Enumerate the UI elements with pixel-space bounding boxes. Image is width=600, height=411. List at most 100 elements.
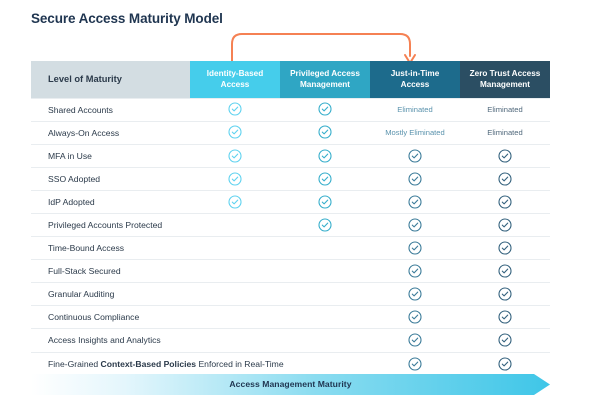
header-level-of-maturity: Level of Maturity (31, 61, 190, 98)
check-icon (318, 218, 332, 232)
cell-check-always-on-access-privileged-access-management (280, 120, 370, 145)
header-identity-based-access: Identity-Based Access (190, 61, 280, 98)
cell-check-continuous-compliance-just-in-time-access (370, 305, 460, 329)
check-icon (318, 125, 332, 139)
header-line-1: Privileged Access (290, 69, 360, 79)
check-icon (318, 102, 332, 116)
cell-check-idp-adopted-just-in-time-access (370, 189, 460, 214)
table-header-row: Level of Maturity Identity-Based Access … (31, 61, 550, 98)
header-line-1: Identity-Based (206, 69, 264, 79)
cell-check-access-insights-and-analytics-zero-trust-access-management (460, 328, 550, 353)
row-label-privileged-accounts-protected: Privileged Accounts Protected (31, 212, 190, 237)
check-icon (408, 333, 422, 347)
row-label-shared-accounts: Shared Accounts (31, 97, 190, 122)
cell-check-idp-adopted-identity-based-access (190, 189, 280, 214)
check-icon (498, 148, 512, 163)
check-icon (498, 172, 512, 186)
row-label-emphasis: Context-Based Policies (100, 358, 197, 369)
row-label-full-stack-secured: Full-Stack Secured (31, 259, 190, 283)
cell-empty-full-stack-secured-identity-based-access (190, 259, 280, 283)
check-icon (498, 357, 512, 371)
cell-empty-granular-auditing-identity-based-access (190, 282, 280, 306)
cell-text-always-on-access-zero-trust-access-management: Eliminated (460, 120, 550, 145)
cell-check-fine-grained-context-based-policies-zero-trust-access-management (460, 351, 550, 376)
check-icon (318, 148, 332, 163)
table-row: Time-Bound Access (31, 236, 550, 260)
header-line-2: Management (479, 80, 531, 90)
check-icon (408, 241, 422, 255)
banner-label: Access Management Maturity (229, 379, 352, 389)
header-zero-trust-access-management: Zero Trust Access Management (460, 61, 550, 98)
row-label-access-insights-and-analytics: Access Insights and Analytics (31, 328, 190, 353)
table-row: IdP Adopted (31, 189, 550, 214)
row-label-continuous-compliance: Continuous Compliance (31, 305, 190, 329)
cell-check-sso-adopted-just-in-time-access (370, 166, 460, 191)
cell-check-continuous-compliance-zero-trust-access-management (460, 305, 550, 329)
check-icon (408, 357, 422, 371)
cell-check-sso-adopted-identity-based-access (190, 166, 280, 191)
cell-empty-access-insights-and-analytics-identity-based-access (190, 328, 280, 353)
cell-check-idp-adopted-privileged-access-management (280, 189, 370, 214)
header-just-in-time-access: Just-in-Time Access (370, 61, 460, 98)
cell-check-shared-accounts-privileged-access-management (280, 97, 370, 122)
check-icon (498, 195, 512, 209)
check-icon (408, 287, 422, 301)
check-icon (408, 195, 422, 209)
header-privileged-access-management: Privileged Access Management (280, 61, 370, 98)
row-label-idp-adopted: IdP Adopted (31, 189, 190, 214)
header-line-2: Access (400, 80, 430, 90)
cell-empty-access-insights-and-analytics-privileged-access-management (280, 328, 370, 353)
check-icon (408, 172, 422, 186)
check-icon (498, 287, 512, 301)
header-line-1: Zero Trust Access (469, 69, 541, 79)
cell-check-time-bound-access-zero-trust-access-management (460, 236, 550, 260)
check-icon (408, 218, 422, 232)
cell-empty-privileged-accounts-protected-identity-based-access (190, 212, 280, 237)
banner-arrow-shape (31, 374, 550, 395)
cell-check-time-bound-access-just-in-time-access (370, 236, 460, 260)
cell-text-always-on-access-just-in-time-access: Mostly Eliminated (370, 120, 460, 145)
check-icon (228, 102, 242, 116)
table-row: Full-Stack Secured (31, 259, 550, 283)
cell-check-sso-adopted-privileged-access-management (280, 166, 370, 191)
table-row: SSO Adopted (31, 166, 550, 191)
maturity-progress-banner: Access Management Maturity (31, 374, 550, 395)
cell-check-full-stack-secured-zero-trust-access-management (460, 259, 550, 283)
row-label-sso-adopted: SSO Adopted (31, 166, 190, 191)
table-row: Access Insights and Analytics (31, 328, 550, 353)
cell-check-fine-grained-context-based-policies-just-in-time-access (370, 351, 460, 376)
check-icon (498, 264, 512, 278)
cell-empty-time-bound-access-identity-based-access (190, 236, 280, 260)
table-row: Continuous Compliance (31, 305, 550, 329)
cell-check-granular-auditing-zero-trust-access-management (460, 282, 550, 306)
cell-check-mfa-in-use-privileged-access-management (280, 143, 370, 168)
cell-check-mfa-in-use-just-in-time-access (370, 143, 460, 168)
cell-empty-continuous-compliance-privileged-access-management (280, 305, 370, 329)
page-title: Secure Access Maturity Model (31, 11, 223, 26)
check-icon (228, 195, 242, 209)
cell-text-shared-accounts-just-in-time-access: Eliminated (370, 97, 460, 122)
cell-check-privileged-accounts-protected-privileged-access-management (280, 212, 370, 237)
cell-empty-granular-auditing-privileged-access-management (280, 282, 370, 306)
cell-check-always-on-access-identity-based-access (190, 120, 280, 145)
cell-empty-full-stack-secured-privileged-access-management (280, 259, 370, 283)
cell-check-mfa-in-use-zero-trust-access-management (460, 143, 550, 168)
check-icon (408, 264, 422, 278)
row-label-mfa-in-use: MFA in Use (31, 143, 190, 168)
check-icon (408, 148, 422, 163)
cell-check-granular-auditing-just-in-time-access (370, 282, 460, 306)
cell-check-idp-adopted-zero-trust-access-management (460, 189, 550, 214)
table-row: MFA in Use (31, 143, 550, 168)
cell-empty-fine-grained-context-based-policies-identity-based-access (190, 351, 280, 376)
cell-check-sso-adopted-zero-trust-access-management (460, 166, 550, 191)
table-header: Level of Maturity Identity-Based Access … (31, 61, 550, 98)
check-icon (318, 195, 332, 209)
cell-check-mfa-in-use-identity-based-access (190, 143, 280, 168)
check-icon (228, 125, 242, 139)
cell-check-privileged-accounts-protected-zero-trust-access-management (460, 212, 550, 237)
table-row: Fine-Grained Context-Based Policies Enfo… (31, 351, 550, 376)
